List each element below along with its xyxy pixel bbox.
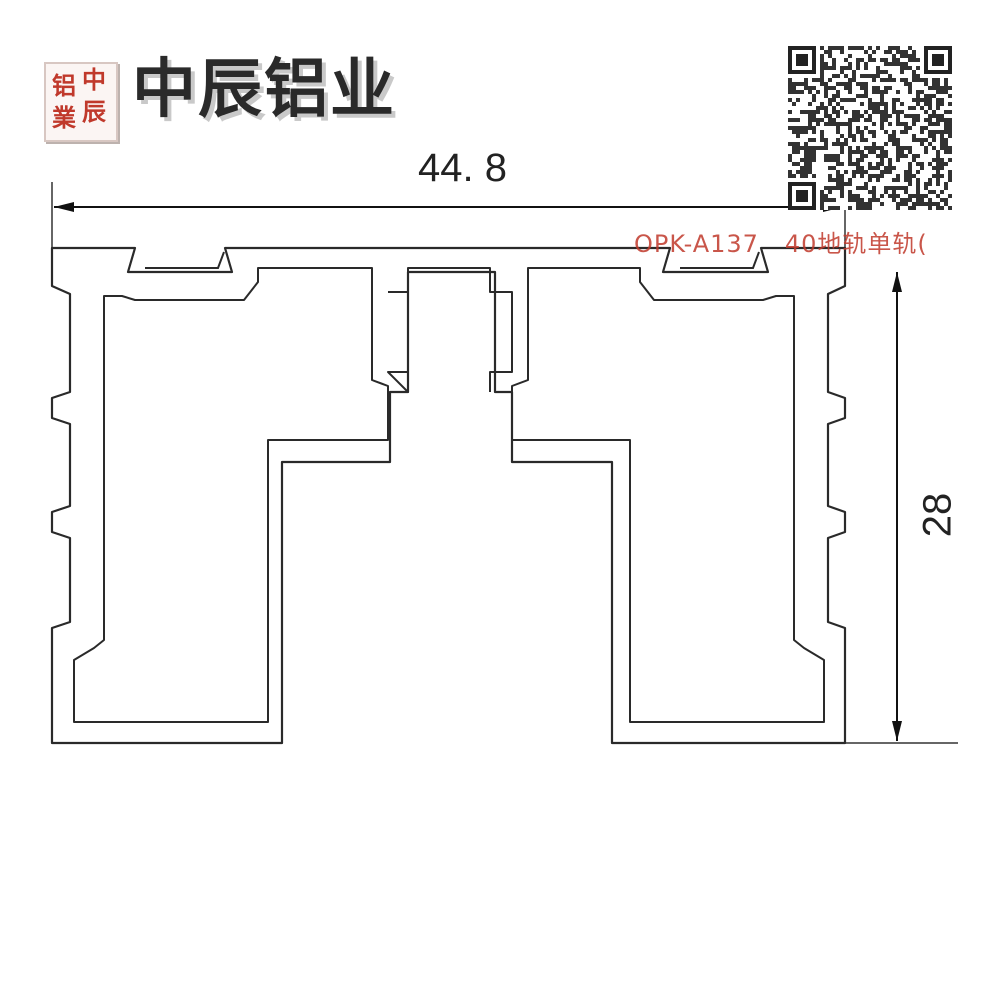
seal-char: 業 — [52, 103, 76, 132]
model-code: OPK-A137 40地轨单轨( — [634, 230, 928, 258]
profile-inner-contour-left — [73, 267, 389, 723]
qr-code-icon — [788, 46, 952, 210]
brand-name: 中辰铝业 — [132, 53, 396, 127]
seal-char: 中 — [82, 65, 106, 94]
brand-seal: 铝 中 業 辰 — [44, 62, 118, 142]
profile-inner-contour-right — [511, 267, 825, 723]
seal-char: 铝 — [52, 71, 76, 100]
height-dimension-label: 28 — [915, 492, 960, 538]
top-groove-right — [680, 251, 760, 269]
width-dimension-label: 44. 8 — [418, 146, 507, 190]
top-groove-left — [145, 251, 225, 269]
seal-char: 辰 — [82, 97, 106, 126]
center-slot-contour — [387, 267, 513, 393]
profile-outer-contour — [50, 246, 847, 745]
